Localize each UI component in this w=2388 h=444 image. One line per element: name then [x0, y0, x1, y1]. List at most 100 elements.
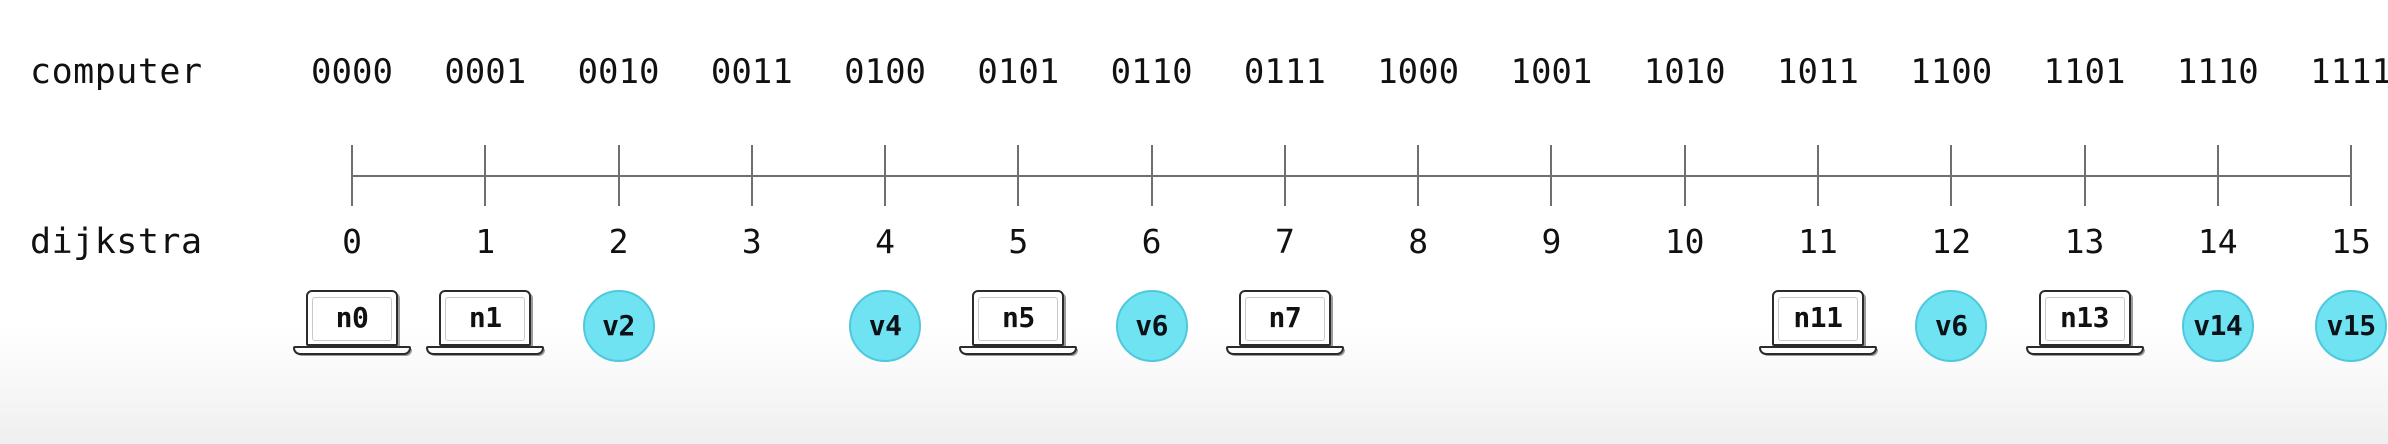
computer-value-3: 0011	[710, 52, 793, 92]
computer-value-11: 1011	[1777, 52, 1859, 92]
axis-tick-10	[1683, 145, 1686, 206]
node-label: v4	[868, 309, 902, 342]
node-label: v2	[602, 309, 635, 342]
node-slot-2[interactable]: v2	[554, 288, 684, 364]
dijkstra-value-11: 11	[1798, 222, 1838, 261]
computer-value-15: 1111	[2310, 52, 2388, 92]
laptop-base	[959, 346, 1078, 355]
laptop-base	[2025, 346, 2144, 355]
node-slot-1[interactable]: n1	[420, 288, 550, 364]
computer-value-4: 0100	[844, 52, 927, 92]
axis-tick-2	[617, 145, 620, 206]
dijkstra-value-14: 14	[2197, 222, 2238, 261]
node-label: n7	[1268, 301, 1302, 334]
node-label: v14	[2193, 309, 2243, 342]
node-slot-15[interactable]: v15	[2286, 288, 2388, 364]
axis-tick-1	[484, 145, 487, 206]
laptop-screen: n7	[1238, 290, 1331, 346]
vertex-circle-icon: v4	[849, 290, 922, 362]
node-label: n5	[1001, 301, 1035, 334]
computer-value-7: 0111	[1243, 52, 1326, 92]
laptop-icon: n11	[1758, 290, 1877, 362]
node-slot-13[interactable]: n13	[2020, 288, 2150, 364]
vertex-circle-icon: v2	[582, 290, 655, 362]
laptop-icon: n0	[293, 290, 411, 362]
node-slot-12[interactable]: v6	[1886, 288, 2016, 364]
computer-value-0: 0000	[311, 52, 393, 92]
node-label: v6	[1934, 309, 1968, 342]
dijkstra-value-12: 12	[1931, 222, 1972, 261]
computer-value-6: 0110	[1110, 52, 1193, 92]
computer-value-8: 1000	[1377, 52, 1460, 92]
laptop-icon: n5	[959, 290, 1078, 362]
axis-tick-4	[884, 145, 887, 206]
computer-value-2: 0010	[577, 52, 660, 92]
row-label-computer: computer	[30, 52, 203, 92]
node-label: n11	[1793, 301, 1843, 334]
dijkstra-value-9: 9	[1541, 222, 1562, 261]
axis-tick-11	[1816, 145, 1819, 206]
axis-tick-5	[1017, 145, 1020, 206]
laptop-screen: n11	[1771, 290, 1864, 346]
axis-tick-3	[750, 145, 753, 206]
axis-tick-8	[1417, 145, 1420, 206]
node-label: v6	[1135, 309, 1168, 342]
dijkstra-value-4: 4	[875, 222, 896, 261]
dijkstra-value-2: 2	[608, 222, 629, 261]
row-label-dijkstra: dijkstra	[30, 222, 203, 262]
node-slot-11[interactable]: n11	[1753, 288, 1883, 364]
dijkstra-value-5: 5	[1008, 222, 1029, 261]
laptop-base	[1758, 346, 1877, 355]
vertex-circle-icon: v15	[2315, 290, 2388, 362]
node-label: n13	[2059, 301, 2110, 334]
dijkstra-value-3: 3	[741, 222, 762, 261]
dijkstra-value-13: 13	[2064, 222, 2105, 261]
axis-tick-13	[2083, 145, 2086, 206]
laptop-icon: n7	[1225, 290, 1344, 362]
node-slot-4[interactable]: v4	[820, 288, 950, 364]
computer-value-10: 1010	[1643, 52, 1726, 92]
laptop-screen: n5	[972, 290, 1065, 346]
node-slot-0[interactable]: n0	[287, 288, 417, 364]
laptop-base	[426, 346, 545, 355]
computer-value-1: 0001	[444, 52, 527, 92]
laptop-screen: n1	[439, 290, 532, 346]
computer-value-5: 0101	[977, 52, 1060, 92]
node-slot-7[interactable]: n7	[1220, 288, 1350, 364]
dijkstra-value-6: 6	[1141, 222, 1162, 261]
node-label: v15	[2326, 309, 2377, 342]
laptop-base	[1225, 346, 1344, 355]
laptop-icon: n13	[2025, 290, 2144, 362]
vertex-circle-icon: v6	[1115, 290, 1188, 362]
node-slot-14[interactable]: v14	[2153, 288, 2283, 364]
axis-tick-12	[1950, 145, 1953, 206]
dijkstra-value-0: 0	[342, 222, 362, 261]
computer-value-9: 1001	[1510, 52, 1593, 92]
dijkstra-value-10: 10	[1664, 222, 1705, 261]
axis-tick-14	[2216, 145, 2219, 206]
vertex-circle-icon: v14	[2181, 290, 2254, 362]
axis-tick-0	[351, 145, 353, 206]
computer-value-13: 1101	[2043, 52, 2126, 92]
laptop-screen: n0	[306, 290, 398, 346]
laptop-screen: n13	[2038, 290, 2131, 346]
axis-line	[352, 175, 2352, 177]
node-label: n1	[468, 301, 502, 334]
axis-tick-7	[1283, 145, 1286, 206]
dijkstra-value-8: 8	[1408, 222, 1429, 261]
dijkstra-value-15: 15	[2331, 222, 2371, 261]
node-label: n0	[335, 301, 369, 334]
axis-tick-6	[1150, 145, 1153, 206]
laptop-icon: n1	[426, 290, 545, 362]
node-slot-5[interactable]: n5	[953, 288, 1083, 364]
dijkstra-value-7: 7	[1274, 222, 1295, 261]
vertex-circle-icon: v6	[1915, 290, 1988, 362]
axis-tick-15	[2350, 145, 2353, 206]
node-slot-6[interactable]: v6	[1087, 288, 1217, 364]
computer-value-14: 1110	[2176, 52, 2259, 92]
